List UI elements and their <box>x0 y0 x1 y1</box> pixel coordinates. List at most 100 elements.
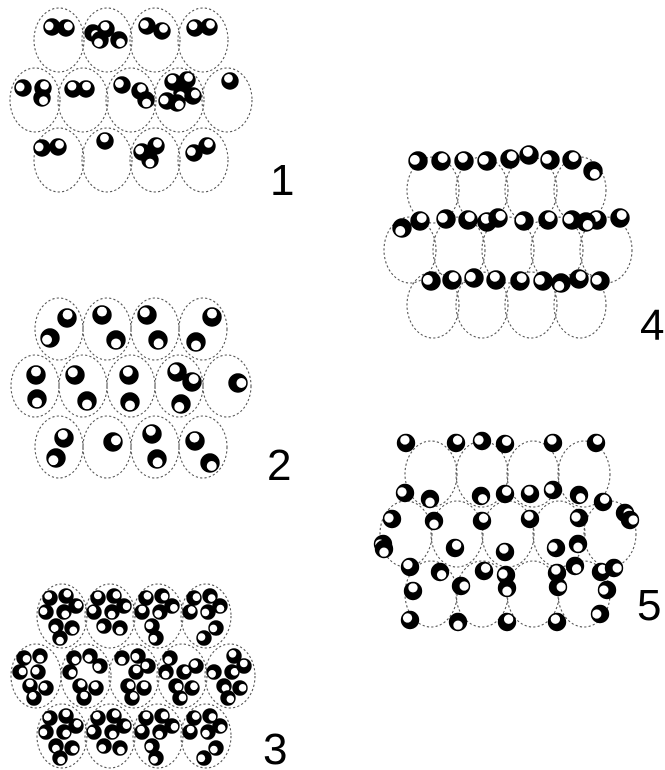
particle <box>187 711 201 725</box>
particle <box>622 512 639 529</box>
particle <box>213 599 227 613</box>
particle <box>567 558 584 575</box>
particle <box>138 306 156 324</box>
particle <box>499 614 516 631</box>
particle <box>515 212 533 230</box>
cell-outline <box>178 8 228 72</box>
particle <box>13 665 27 679</box>
particle <box>50 139 66 155</box>
particle <box>229 374 247 392</box>
particle <box>149 331 167 349</box>
particle <box>183 373 201 391</box>
particle <box>139 591 153 605</box>
particle <box>33 649 47 663</box>
cell-outline <box>431 501 483 567</box>
particle <box>111 32 127 48</box>
particle <box>393 219 411 237</box>
particle <box>422 272 440 290</box>
particle <box>65 621 79 635</box>
panel-1 <box>10 8 252 192</box>
particle <box>172 395 190 413</box>
cell-outline <box>130 8 180 72</box>
particle <box>577 213 595 231</box>
particle <box>443 271 461 289</box>
particle <box>117 599 131 613</box>
particle <box>570 536 587 553</box>
particle <box>67 651 81 665</box>
particle <box>148 450 166 468</box>
particle <box>221 691 235 705</box>
particle <box>541 151 559 169</box>
particle <box>15 80 31 96</box>
particle <box>143 425 161 443</box>
particle <box>539 211 557 229</box>
particle <box>584 162 602 180</box>
particle <box>222 73 238 89</box>
particle <box>203 308 221 326</box>
particle <box>39 605 53 619</box>
particle <box>41 329 59 347</box>
particle <box>53 631 67 645</box>
particle <box>78 81 94 97</box>
particle <box>450 614 467 631</box>
particle <box>173 691 187 705</box>
particle <box>549 614 566 631</box>
particle <box>402 612 419 629</box>
particle <box>39 725 53 739</box>
particle <box>149 751 163 765</box>
particle <box>422 491 439 508</box>
cell-outline <box>34 128 84 192</box>
cell-outline <box>35 298 83 360</box>
particle <box>120 366 138 384</box>
particle <box>474 513 491 530</box>
cell-outline <box>35 416 83 478</box>
particle <box>65 741 79 755</box>
particle <box>17 651 31 665</box>
particle <box>397 485 414 502</box>
particle <box>93 659 107 673</box>
particle <box>58 309 76 327</box>
particle <box>520 146 538 164</box>
particle <box>571 487 588 504</box>
particle <box>91 591 105 605</box>
particle <box>28 390 46 408</box>
particle <box>411 212 429 230</box>
particle <box>66 366 84 384</box>
particle <box>31 665 45 679</box>
particle <box>47 449 65 467</box>
panel-4-label: 4 <box>640 301 664 350</box>
particle <box>197 631 211 645</box>
particle <box>489 209 507 227</box>
particle <box>34 90 50 106</box>
particle <box>139 711 153 725</box>
particle <box>207 665 221 679</box>
panel-2 <box>11 298 251 478</box>
particle <box>125 691 139 705</box>
particle <box>448 435 465 452</box>
particle <box>87 725 101 739</box>
particle <box>97 133 113 149</box>
particle <box>113 741 127 755</box>
particle <box>55 429 73 447</box>
particle <box>89 681 103 695</box>
particle <box>432 152 450 170</box>
particle <box>447 540 464 557</box>
particle <box>398 435 415 452</box>
particle <box>611 209 629 227</box>
particle <box>497 436 514 453</box>
cell-outline <box>58 68 108 132</box>
particle <box>499 580 516 597</box>
particle <box>199 138 215 154</box>
particle <box>501 150 519 168</box>
particle <box>237 659 251 673</box>
particle <box>114 77 130 93</box>
particle <box>545 482 562 499</box>
particle <box>107 331 125 349</box>
particle <box>39 681 53 695</box>
particle <box>522 486 539 503</box>
particle <box>163 651 177 665</box>
cell-outline <box>178 128 228 192</box>
particle <box>592 606 609 623</box>
particle <box>588 435 605 452</box>
